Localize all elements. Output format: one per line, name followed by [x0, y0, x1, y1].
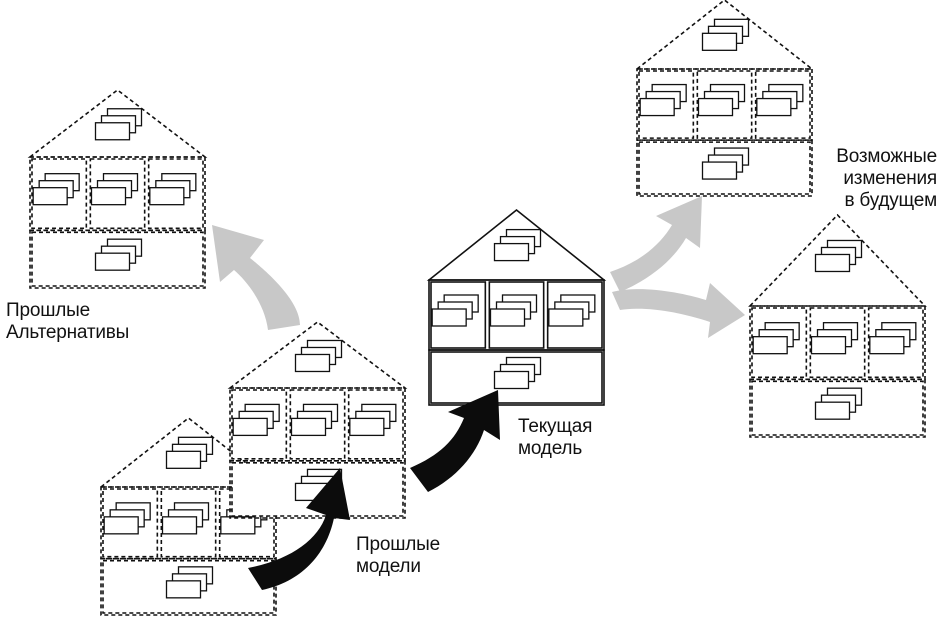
house-base-floor [749, 378, 926, 438]
past-models-line-2: модели [356, 556, 421, 577]
house-base-floor [636, 139, 813, 197]
house-upper-floor [636, 68, 813, 141]
component-card [220, 516, 256, 535]
arrow-to-past-alternatives [212, 225, 300, 330]
component-card [548, 308, 584, 327]
component-card [161, 516, 198, 535]
component-card [869, 336, 905, 355]
component-card [103, 516, 139, 535]
past-alternatives-label: Прошлые Альтернативы [6, 300, 129, 344]
house-base-floor [229, 459, 406, 519]
arrow-to-future-top [610, 196, 702, 292]
component-card [756, 97, 792, 117]
component-card [165, 450, 202, 469]
component-card [32, 187, 68, 206]
component-card [814, 253, 851, 273]
current-model-line-1: Текущая [518, 416, 593, 437]
component-card [701, 32, 738, 51]
component-card [349, 417, 385, 437]
past-models-label: Прошлые модели [356, 534, 440, 578]
house-future-2 [748, 213, 927, 438]
future-changes-line-1: Возможные [836, 146, 937, 167]
component-card [814, 401, 851, 420]
house-current-model [426, 208, 607, 406]
component-card [639, 97, 675, 117]
current-model-label: Текущая модель [518, 416, 592, 460]
arrow-to-past-model-2 [248, 468, 350, 590]
component-card [94, 252, 131, 271]
house-upper-floor [749, 305, 926, 381]
component-card [493, 242, 530, 262]
arrow-to-current-model [410, 390, 500, 492]
house-upper-floor [100, 486, 277, 560]
past-alternatives-line-2: Альтернативы [6, 322, 130, 343]
house-past-model-2 [227, 320, 408, 519]
component-card [810, 336, 847, 355]
component-card [701, 161, 738, 180]
component-card [165, 580, 202, 599]
house-upper-floor [229, 387, 406, 462]
component-card [697, 97, 734, 117]
future-changes-label: Возможные изменения в будущем [836, 146, 937, 212]
future-changes-line-3: в будущем [844, 190, 937, 211]
component-card [232, 417, 268, 437]
past-models-line-1: Прошлые [356, 534, 440, 555]
component-card [493, 370, 530, 390]
house-base-floor [428, 349, 605, 406]
house-base-floor [29, 229, 206, 289]
component-card [149, 187, 185, 206]
arrow-to-future-bottom [612, 283, 745, 338]
current-model-line-2: модель [518, 438, 583, 459]
house-upper-floor [29, 156, 206, 232]
house-future-1 [634, 0, 815, 197]
house-past-alternative [27, 88, 208, 289]
component-card [752, 336, 788, 355]
component-card [94, 122, 131, 141]
component-card [489, 308, 526, 327]
past-alternatives-line-1: Прошлые [6, 300, 90, 321]
component-card [90, 187, 127, 206]
component-card [290, 417, 327, 437]
house-base-floor [100, 557, 277, 616]
component-card [431, 308, 467, 327]
component-card [294, 353, 331, 373]
future-changes-line-2: изменения [843, 168, 937, 189]
